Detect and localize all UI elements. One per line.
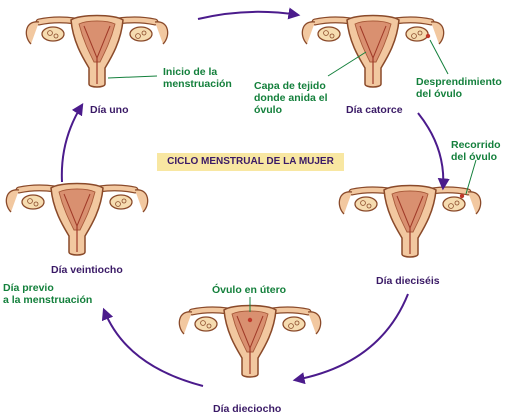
pointer-capa (327, 51, 367, 77)
ovum-marker-dieciocho (247, 317, 253, 323)
label-dia-uno: Día uno (90, 104, 129, 116)
pointer-recorrido (465, 159, 477, 195)
label-dia-dieciocho: Día dieciocho (213, 403, 282, 415)
annotation-ovulo-utero: Óvulo en útero (212, 284, 287, 296)
arrow-veintiocho-to-uno (60, 102, 84, 183)
uterus-dia-dieciocho (179, 306, 320, 378)
label-dia-veintiocho: Día veintiocho (51, 264, 123, 276)
label-dia-dieciseis: Día dieciséis (376, 275, 440, 287)
ovum-marker-catorce (425, 33, 431, 39)
annotation-inicio-menstruacion: Inicio de la menstruación (163, 66, 232, 90)
annotation-dia-previo: Día previo a la menstruación (3, 282, 93, 306)
annotation-recorrido: Recorrido del óvulo (451, 139, 501, 163)
pointer-inicio (107, 75, 158, 79)
arrow-catorce-to-dieciseis (417, 112, 450, 191)
annotation-capa-tejido: Capa de tejido donde anida el óvulo (254, 80, 328, 116)
arrow-dieciseis-to-dieciocho (292, 293, 409, 385)
ovum-marker-dieciseis (459, 193, 465, 199)
diagram-title: CICLO MENSTRUAL DE LA MUJER (157, 153, 344, 171)
arrow-dieciocho-to-veintiocho (101, 307, 204, 387)
uterus-dia-dieciseis (339, 186, 480, 258)
uterus-dia-veintiocho (6, 184, 147, 256)
pointer-desprendimiento (429, 39, 449, 75)
arrow-uno-to-catorce (197, 7, 301, 20)
annotation-desprendimiento: Desprendimiento del óvulo (416, 76, 502, 100)
label-dia-catorce: Día catorce (346, 104, 403, 116)
